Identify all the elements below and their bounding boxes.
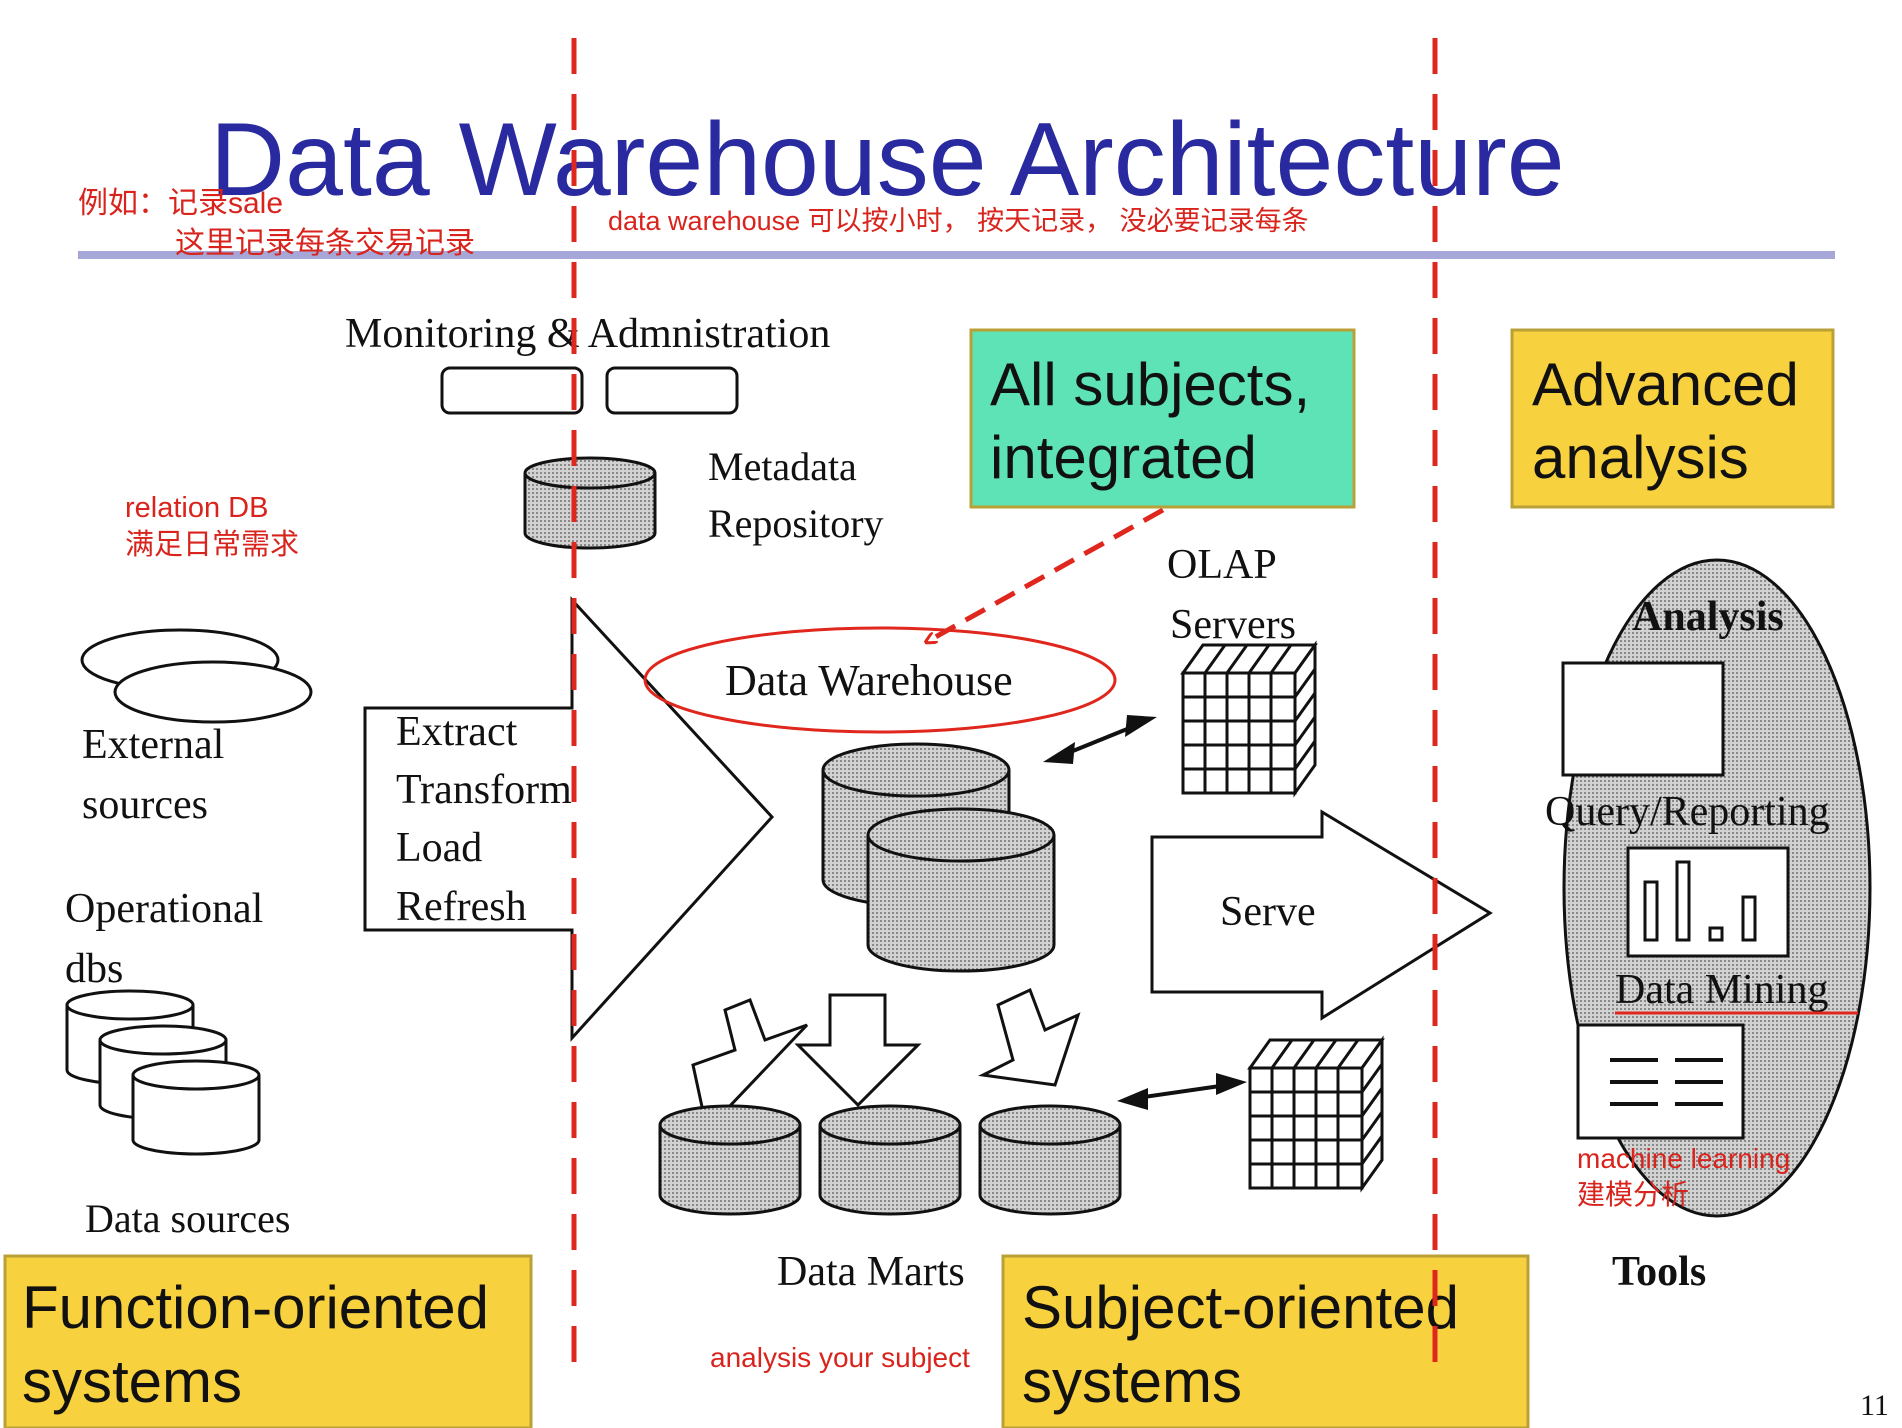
olap-cube-top-icon [1180, 640, 1318, 798]
note-dw-hourly: data warehouse 可以按小时， 按天记录， 没必要记录每条 [608, 206, 1309, 236]
operational-dbs-icon [65, 989, 261, 1156]
advanced-line2: analysis [1532, 424, 1749, 491]
data-marts-icon [658, 1104, 1122, 1216]
metadata-label-line1: Metadata [708, 444, 857, 489]
advanced-line1: Advanced [1532, 351, 1799, 418]
external-label-line2: sources [82, 782, 208, 828]
metadata-label-line2: Repository [708, 501, 884, 546]
note-relation-db-line2: 满足日常需求 [125, 528, 299, 561]
etl-extract: Extract [396, 709, 518, 755]
marts-olap-double-arrow [1117, 1073, 1247, 1110]
analysis-panel [1561, 661, 1725, 777]
data-sources-label: Data sources [85, 1196, 290, 1241]
subject-line1: Subject-oriented [1022, 1274, 1459, 1341]
analysis-label: Analysis [1632, 594, 1784, 640]
external-sources-icon [80, 628, 313, 724]
title-rule [78, 251, 1835, 259]
serve-label: Serve [1220, 889, 1316, 935]
note-ml-line2: 建模分析 [1577, 1179, 1689, 1210]
function-line1: Function-oriented [22, 1274, 489, 1341]
monitoring-box-left [440, 366, 584, 415]
callout-pointer [930, 507, 1165, 640]
bar-chart-icon [1626, 846, 1790, 958]
etl-load: Load [396, 825, 482, 871]
function-line2: systems [22, 1348, 242, 1415]
data-warehouse-icon [821, 742, 1056, 973]
advanced-analysis-callout [1510, 328, 1835, 509]
olap-cube-bottom-icon [1247, 1035, 1385, 1193]
subject-oriented-callout [1001, 1254, 1530, 1428]
etl-refresh: Refresh [396, 884, 527, 930]
monitoring-box-right [605, 366, 739, 415]
note-ml-line1: machine learning [1577, 1143, 1790, 1174]
metadata-repository-icon [523, 456, 657, 550]
monitoring-label: Monitoring & Admnistration [345, 311, 830, 357]
serve-arrow [1150, 809, 1493, 1021]
mart-arrow-right [978, 987, 1081, 1087]
data-marts-label: Data Marts [777, 1249, 965, 1295]
all-subjects-line2: integrated [990, 424, 1257, 491]
note-example-line1: 例如：记录sale [78, 187, 283, 220]
all-subjects-line1: All subjects, [990, 351, 1310, 418]
page-title: Data Warehouse Architecture [210, 102, 1565, 218]
function-oriented-callout [3, 1254, 533, 1428]
external-label-line1: External [82, 722, 224, 768]
all-subjects-callout [969, 328, 1356, 509]
note-analysis-subject: analysis your subject [710, 1342, 970, 1373]
dw-olap-double-arrow [1043, 715, 1157, 764]
olap-label-line2: Servers [1170, 602, 1296, 648]
document-icon [1576, 1023, 1745, 1140]
query-reporting-label: Query/Reporting [1545, 789, 1830, 835]
etl-arrow [363, 596, 775, 1042]
data-warehouse-highlight [643, 626, 1117, 734]
operational-label-line1: Operational [65, 886, 263, 932]
note-example-line2: 这里记录每条交易记录 [175, 227, 475, 260]
tools-label: Tools [1612, 1249, 1706, 1295]
data-mining-label: Data Mining [1615, 967, 1828, 1013]
etl-transform: Transform [396, 767, 572, 813]
note-relation-db-line1: relation DB [125, 492, 268, 524]
mart-arrow-center [794, 993, 922, 1108]
data-warehouse-label: Data Warehouse [725, 656, 1013, 705]
olap-label-line1: OLAP [1167, 542, 1277, 588]
subject-line2: systems [1022, 1348, 1242, 1415]
mart-arrows [691, 987, 1081, 1134]
page-number: 11 [1860, 1389, 1889, 1422]
operational-label-line2: dbs [65, 946, 123, 992]
